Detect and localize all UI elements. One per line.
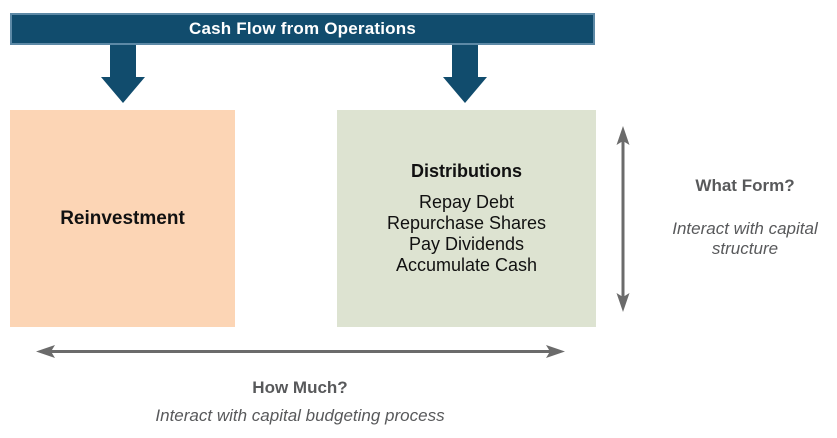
how-much-subtitle: Interact with capital budgeting process	[155, 406, 445, 425]
down-arrow-to-distributions-icon	[443, 45, 487, 103]
reinvestment-label: Reinvestment	[60, 207, 185, 229]
what-form-annotation: What Form? Interact with capital structu…	[645, 176, 837, 259]
what-form-title: What Form?	[695, 176, 795, 195]
how-much-title: How Much?	[252, 378, 348, 397]
distributions-item: Repurchase Shares	[386, 213, 547, 233]
distributions-item: Accumulate Cash	[395, 255, 538, 275]
what-form-subtitle: Interact with capital structure	[672, 219, 818, 258]
down-arrow-to-reinvestment-icon	[101, 45, 145, 103]
distributions-item: Repay Debt	[418, 192, 515, 212]
distributions-item: Pay Dividends	[408, 234, 525, 254]
distributions-title: Distributions	[411, 161, 522, 181]
horizontal-double-arrow-icon	[36, 345, 565, 358]
distributions-box: Distributions Repay Debt Repurchase Shar…	[337, 110, 596, 327]
vertical-double-arrow-icon	[616, 126, 630, 312]
how-much-annotation: How Much? Interact with capital budgetin…	[100, 378, 500, 426]
header-title: Cash Flow from Operations	[189, 19, 416, 38]
header-bar: Cash Flow from Operations	[10, 13, 595, 45]
reinvestment-box: Reinvestment	[10, 110, 235, 327]
